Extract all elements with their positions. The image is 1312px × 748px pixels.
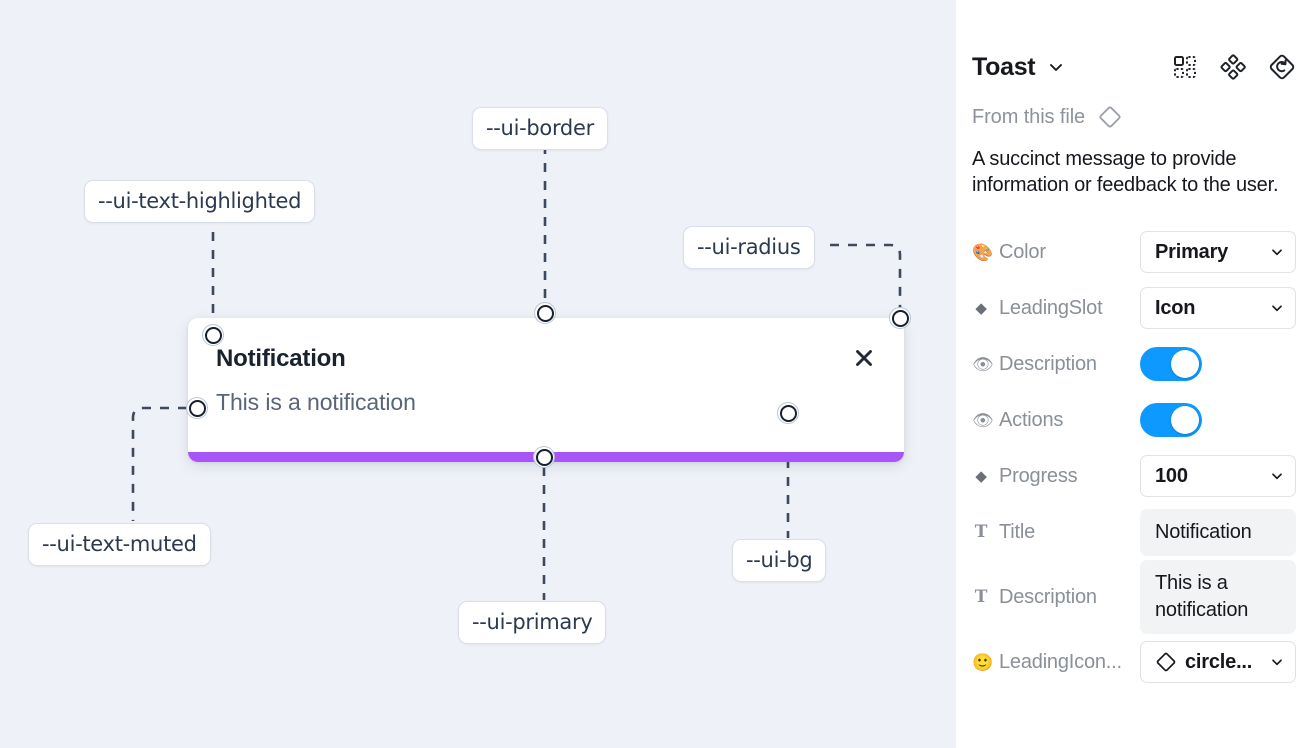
token-chip-radius[interactable]: --ui-radius — [683, 226, 815, 269]
property-label-text: Actions — [999, 408, 1064, 431]
token-chip-primary[interactable]: --ui-primary — [458, 601, 607, 644]
property-label-text: Description — [999, 352, 1097, 375]
leading-slot-select[interactable]: Icon — [1140, 287, 1296, 329]
anchor-radius[interactable] — [889, 307, 911, 329]
from-this-file-label: From this file — [972, 105, 1086, 128]
anchor-bg[interactable] — [777, 402, 799, 424]
description-toggle-switch[interactable] — [1140, 347, 1202, 381]
toggle-knob — [1171, 350, 1199, 378]
token-chip-text-highlighted[interactable]: --ui-text-highlighted — [84, 180, 316, 223]
from-this-file-row[interactable]: From this file — [972, 104, 1296, 130]
property-control-color: Primary — [1140, 231, 1296, 273]
property-label-text: Color — [999, 240, 1046, 263]
anchor-text-highlighted[interactable] — [202, 324, 224, 346]
token-chip-label: --ui-primary — [472, 610, 593, 634]
token-chip-bg[interactable]: --ui-bg — [732, 539, 827, 582]
property-row-description-text: T Description This is a notification — [972, 560, 1296, 634]
title-input[interactable]: Notification — [1140, 508, 1296, 556]
toast-description: This is a notification — [216, 389, 416, 415]
property-list: 🎨 Color Primary ◆ LeadingSlot — [972, 224, 1296, 690]
token-chip-label: --ui-text-muted — [42, 532, 197, 556]
token-chip-label: --ui-text-highlighted — [98, 189, 302, 213]
token-chip-label: --ui-bg — [746, 548, 813, 572]
property-label-text: LeadingSlot — [999, 296, 1103, 319]
property-row-leading-slot: ◆ LeadingSlot Icon — [972, 280, 1296, 336]
property-label-color: 🎨 Color — [972, 241, 1140, 264]
leading-icon-select[interactable]: circle... — [1140, 641, 1296, 683]
actions-toggle-switch[interactable] — [1140, 403, 1202, 437]
component-diamond-icon — [1097, 104, 1123, 130]
property-control-title: Notification — [1140, 508, 1296, 556]
property-label-leading-slot: ◆ LeadingSlot — [972, 297, 1140, 320]
property-label-description-text: T Description — [972, 586, 1140, 609]
title-input-value: Notification — [1155, 520, 1252, 543]
toggle-knob — [1171, 406, 1199, 434]
component-set-icon[interactable] — [1220, 54, 1246, 80]
progress-select[interactable]: 100 — [1140, 455, 1296, 497]
text-type-icon: T — [974, 586, 988, 607]
property-label-text: LeadingIcon... — [999, 650, 1122, 673]
property-control-description-toggle — [1140, 347, 1296, 381]
anchor-text-muted[interactable] — [186, 397, 208, 419]
token-chip-text-muted[interactable]: --ui-text-muted — [28, 523, 211, 566]
token-chip-border[interactable]: --ui-border — [472, 107, 608, 150]
panel-header: Toast — [972, 36, 1296, 98]
panel-header-icons — [1172, 53, 1296, 81]
property-row-progress: ◆ Progress 100 — [972, 448, 1296, 504]
anchor-primary[interactable] — [533, 446, 555, 468]
progress-select-value: 100 — [1155, 464, 1188, 487]
diamond-icon: ◆ — [975, 299, 987, 317]
toast-title: Notification — [216, 345, 346, 372]
leading-slot-select-value: Icon — [1155, 296, 1196, 319]
component-diamond-icon — [1155, 651, 1177, 673]
property-label-text: Progress — [999, 464, 1078, 487]
properties-panel: Toast — [956, 0, 1312, 748]
property-control-description-text: This is a notification — [1140, 560, 1296, 634]
eye-emoji-icon: 👁 — [972, 410, 994, 430]
palette-emoji-icon: 🎨 — [972, 242, 993, 262]
property-row-actions-toggle: 👁 Actions — [972, 392, 1296, 448]
component-description: A succinct message to provide informatio… — [972, 148, 1279, 196]
property-row-leading-icon: 🙂 LeadingIcon... circle... — [972, 634, 1296, 690]
property-control-progress: 100 — [1140, 455, 1296, 497]
text-type-icon: T — [974, 521, 988, 542]
chevron-down-icon[interactable] — [1047, 58, 1065, 76]
property-label-actions-toggle: 👁 Actions — [972, 409, 1140, 432]
color-select[interactable]: Primary — [1140, 231, 1296, 273]
property-row-color: 🎨 Color Primary — [972, 224, 1296, 280]
property-label-leading-icon: 🙂 LeadingIcon... — [972, 651, 1140, 674]
chevron-down-icon — [1269, 244, 1285, 260]
chevron-down-icon — [1269, 654, 1285, 670]
close-x-icon — [856, 350, 872, 366]
property-label-description-toggle: 👁 Description — [972, 353, 1140, 376]
property-control-actions-toggle — [1140, 403, 1296, 437]
property-control-leading-icon: circle... — [1140, 641, 1296, 683]
chevron-down-icon — [1269, 300, 1285, 316]
property-row-description-toggle: 👁 Description — [972, 336, 1296, 392]
reset-instance-icon[interactable] — [1268, 53, 1296, 81]
toast-close-button[interactable] — [850, 344, 878, 372]
description-input-value: This is a notification — [1155, 572, 1249, 621]
component-variants-icon[interactable] — [1172, 54, 1198, 80]
property-control-leading-slot: Icon — [1140, 287, 1296, 329]
chevron-down-icon — [1269, 468, 1285, 484]
property-label-progress: ◆ Progress — [972, 465, 1140, 488]
property-label-title: T Title — [972, 521, 1140, 544]
property-label-text: Description — [999, 585, 1097, 608]
smiley-emoji-icon: 🙂 — [972, 652, 993, 672]
diamond-icon: ◆ — [975, 467, 987, 485]
color-select-value: Primary — [1155, 240, 1229, 263]
design-canvas[interactable]: Notification This is a notification --ui… — [0, 0, 956, 748]
anchor-border[interactable] — [534, 302, 556, 324]
panel-title: Toast — [972, 52, 1036, 81]
toast-content: Notification This is a notification — [188, 318, 904, 462]
property-label-text: Title — [999, 520, 1036, 543]
toast-component-preview[interactable]: Notification This is a notification — [188, 318, 904, 462]
token-chip-label: --ui-radius — [697, 235, 801, 259]
leading-icon-select-value: circle... — [1185, 650, 1253, 673]
property-row-title: T Title Notification — [972, 504, 1296, 560]
token-chip-label: --ui-border — [486, 116, 594, 140]
description-input[interactable]: This is a notification — [1140, 560, 1296, 634]
eye-emoji-icon: 👁 — [972, 354, 994, 374]
